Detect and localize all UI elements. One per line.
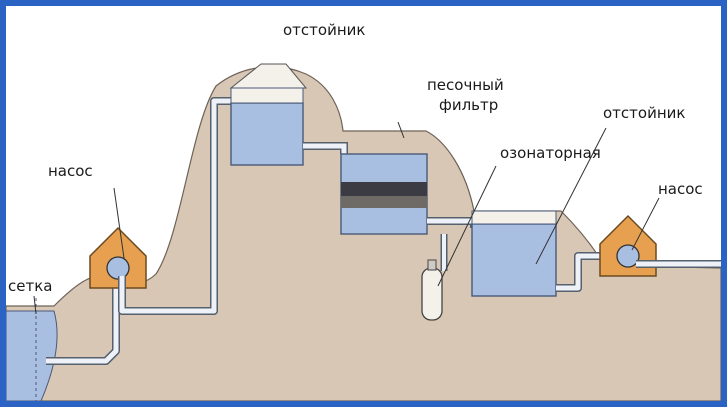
pump-left-icon (106, 256, 130, 280)
label-ozonation: озонаторная (500, 144, 601, 162)
label-settler-right: отстойник (603, 104, 685, 122)
diagram-canvas: отстойник песочный фильтр отстойник озон… (6, 6, 721, 401)
label-sand-filter-line1: песочный (427, 76, 504, 94)
water-treatment-diagram: отстойник песочный фильтр отстойник озон… (6, 21, 721, 401)
source-water (6, 310, 58, 401)
label-pump-right: насос (658, 180, 703, 198)
sand-filter (340, 153, 428, 235)
leader-lines (33, 121, 660, 315)
settler-right (471, 210, 557, 297)
ozonator (421, 259, 443, 321)
pump-house-left (89, 226, 147, 289)
pump-right-icon (616, 244, 640, 268)
label-sand-filter-line2: фильтр (439, 96, 498, 114)
label-settler-top: отстойник (283, 21, 365, 39)
label-pump-left: насос (48, 162, 93, 180)
label-mesh: сетка (8, 277, 52, 295)
settler-top (229, 63, 308, 166)
